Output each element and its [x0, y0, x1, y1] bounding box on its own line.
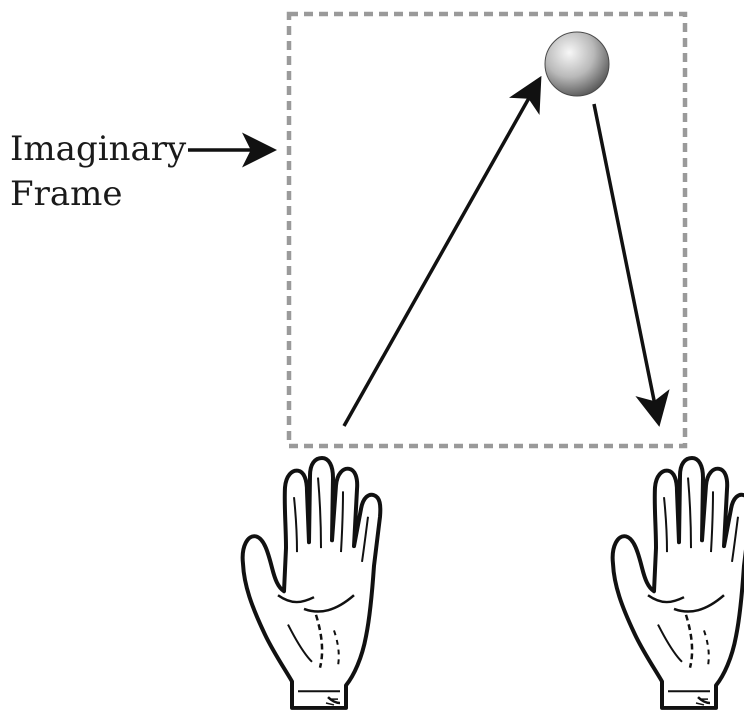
left-hand-palm-icon [240, 456, 383, 710]
throw-arrow [342, 75, 542, 427]
catch-arrow [592, 103, 670, 427]
imaginary-frame [286, 11, 688, 449]
frame-label-line1: Imaginary [10, 129, 187, 169]
frame-label-line2: Frame [10, 174, 122, 214]
right-hand-palm-icon [610, 456, 744, 710]
ball-sphere-icon [544, 31, 610, 97]
